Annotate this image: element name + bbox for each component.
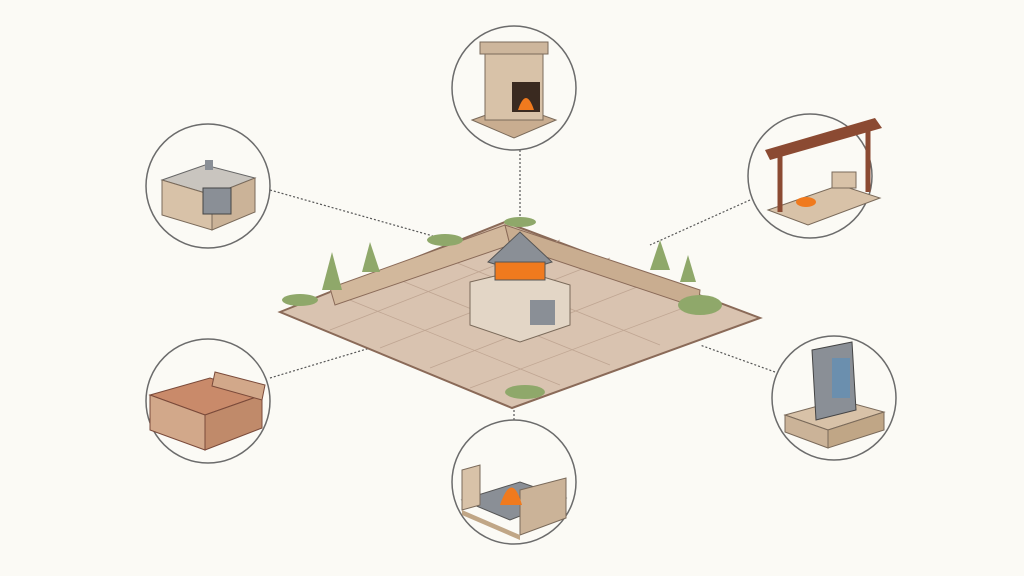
connector-seating bbox=[269, 347, 371, 379]
seating-wall-icon bbox=[148, 371, 266, 451]
fireplace-icon bbox=[470, 41, 558, 139]
callout-tv-stand bbox=[771, 335, 897, 461]
shrubs bbox=[282, 217, 722, 399]
fire-pit-icon bbox=[460, 464, 568, 540]
callout-fire-pit bbox=[451, 419, 577, 545]
callout-outdoor-kitchen bbox=[145, 123, 271, 249]
callout-pergola bbox=[747, 113, 882, 239]
tv-stand-icon bbox=[783, 341, 886, 449]
outdoor-kitchen-icon bbox=[160, 160, 257, 231]
pergola-icon bbox=[765, 118, 882, 226]
grill-island bbox=[469, 231, 571, 343]
connector-pergola bbox=[649, 199, 751, 246]
callout-seating-wall bbox=[145, 338, 271, 464]
central-patio bbox=[277, 217, 763, 410]
connector-tv bbox=[699, 344, 776, 373]
connector-kitchen bbox=[269, 189, 441, 239]
callout-fireplace bbox=[451, 25, 577, 151]
